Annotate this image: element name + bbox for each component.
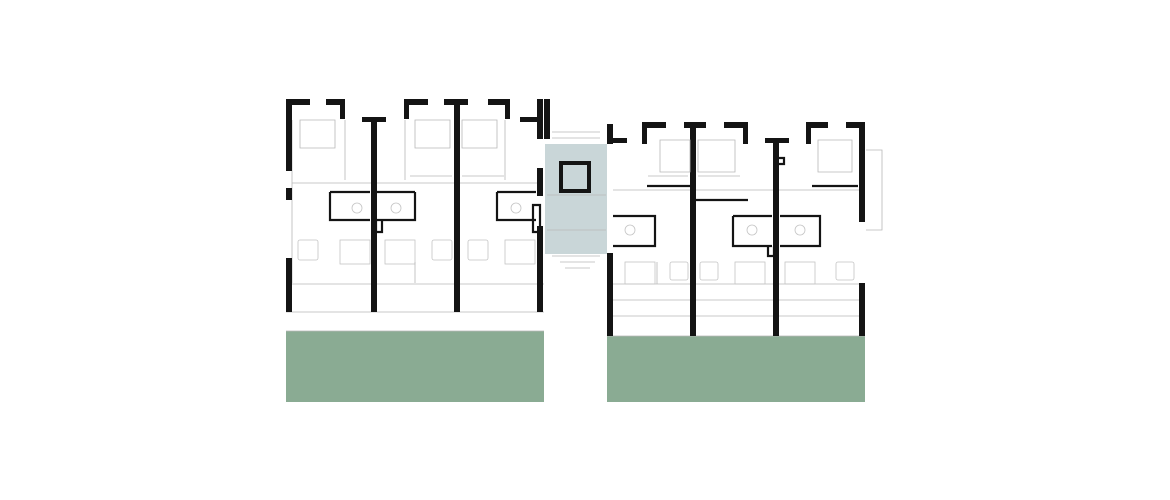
garden-plot <box>694 336 778 402</box>
garden-plot <box>458 331 544 402</box>
right-furniture <box>624 224 855 285</box>
left-gardens <box>286 331 544 402</box>
garden-plot <box>778 336 865 402</box>
elevator-shaft <box>559 161 591 193</box>
left-block <box>286 99 550 332</box>
stair-core-floor <box>545 144 607 254</box>
stair-core <box>545 131 607 269</box>
garden-plot <box>374 331 458 402</box>
right-gardens <box>607 336 865 402</box>
garden-plot <box>286 331 374 402</box>
left-furniture <box>297 202 536 283</box>
right-block <box>607 122 883 337</box>
garden-plot <box>607 336 694 402</box>
